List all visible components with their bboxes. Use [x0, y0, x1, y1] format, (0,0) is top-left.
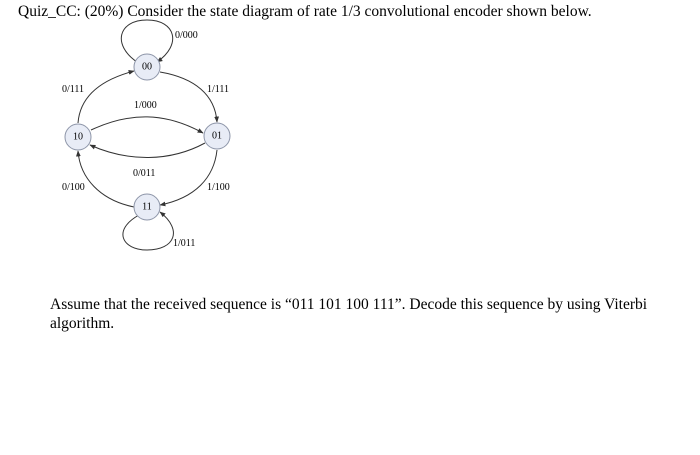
edge-label-11-10: 0/100 — [62, 182, 85, 193]
state-node-10: 10 — [64, 123, 92, 151]
state-node-01: 01 — [203, 122, 231, 150]
state-node-11: 11 — [133, 193, 161, 221]
edge-label-10-00: 0/111 — [62, 84, 84, 95]
edge-label-00-00: 0/000 — [175, 30, 198, 41]
state-label: 10 — [73, 132, 83, 143]
edge-label-01-11: 1/100 — [207, 182, 230, 193]
edge-10-01 — [90, 116, 204, 134]
state-label: 00 — [142, 62, 152, 73]
edge-00-01 — [159, 71, 219, 123]
edge-01-10 — [89, 142, 206, 158]
problem-title: Quiz_CC: (20%) Consider the state diagra… — [18, 3, 592, 20]
state-label: 01 — [212, 131, 222, 142]
edge-11-11 — [122, 211, 174, 251]
state-label: 11 — [142, 202, 152, 213]
edge-01-11 — [159, 149, 218, 207]
edge-label-10-01: 1/000 — [134, 100, 157, 111]
edge-label-00-01: 1/111 — [207, 84, 229, 95]
edge-label-01-10: 0/011 — [133, 168, 155, 179]
edge-label-11-11: 1/011 — [173, 238, 195, 249]
edge-11-10 — [76, 150, 135, 208]
question-text: Assume that the received sequence is “01… — [50, 296, 648, 332]
state-node-00: 00 — [133, 53, 161, 81]
edge-00-00 — [120, 19, 174, 63]
state-diagram: 00 01 10 11 0/000 1/111 0/111 1/000 0/01… — [62, 19, 231, 251]
edge-10-00 — [77, 70, 135, 124]
